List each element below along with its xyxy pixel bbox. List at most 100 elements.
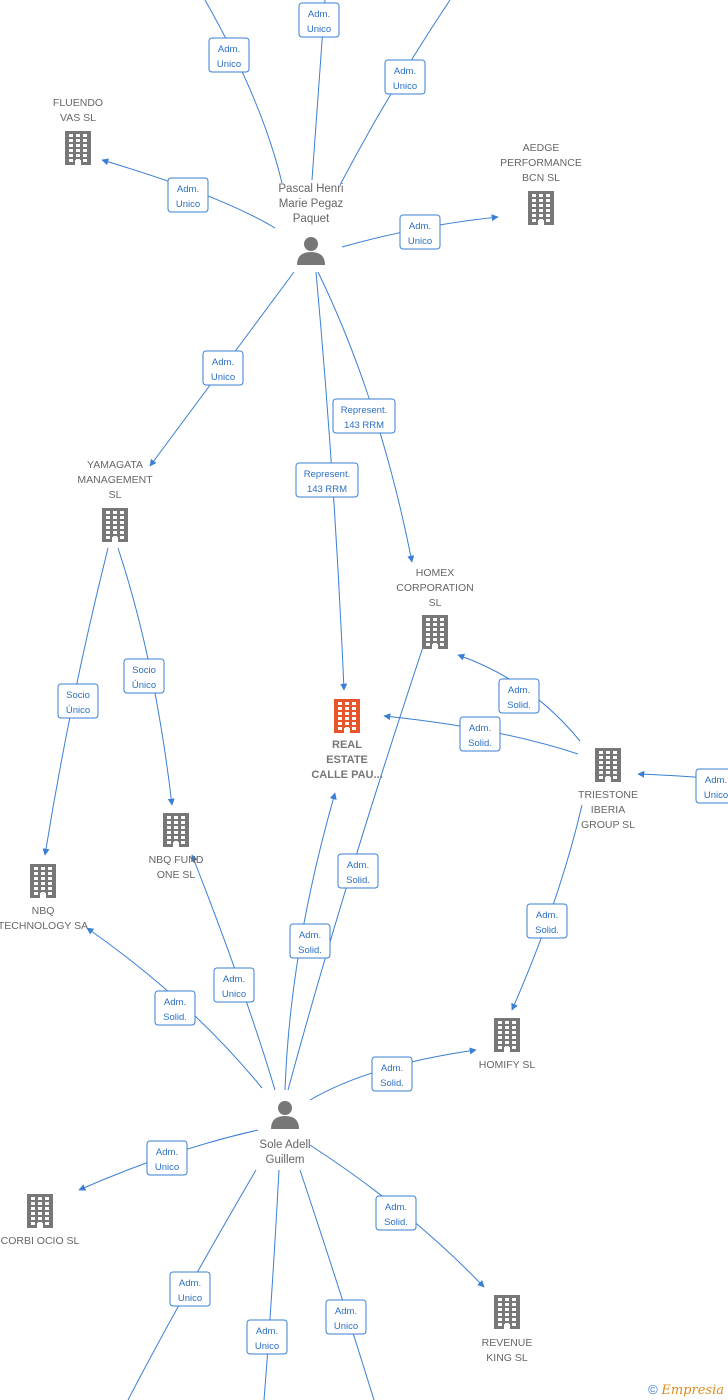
edge-label-text: Adm. [335, 1306, 357, 1317]
edge-label-text: Unico [211, 372, 235, 383]
company-label: MANAGEMENT [77, 474, 153, 486]
edge-label-text: Adm. [536, 910, 558, 921]
building-icon [595, 748, 621, 782]
edge-label-box [332, 398, 396, 434]
edge-label[interactable]: Adm. Unico [325, 1299, 367, 1335]
company-label: YAMAGATA [87, 459, 143, 471]
building-icon [65, 131, 91, 165]
edge-label[interactable]: Adm.Unico [246, 1319, 288, 1355]
edge-label-box [123, 658, 165, 694]
edge-label-text: Solid. [346, 875, 370, 886]
edge-label[interactable]: Adm. Solid. [337, 853, 379, 889]
edge-label-box [167, 177, 209, 213]
company-label: ONE SL [157, 869, 196, 881]
edge-label-text: Solid. [298, 945, 322, 956]
edge-label-text: Adm. [385, 1202, 407, 1213]
edge-label[interactable]: Adm.Solid. [459, 716, 501, 752]
edge-label[interactable]: Adm.Unico [169, 1271, 211, 1307]
edge-label[interactable]: Adm.Solid. [371, 1056, 413, 1092]
edge-label-box [325, 1299, 367, 1335]
company-label: KING SL [486, 1352, 528, 1364]
brand-logo[interactable]: Empresia [661, 1383, 724, 1398]
company-node-corbi[interactable]: CORBI OCIO SL [1, 1194, 80, 1247]
edge-label-box [695, 768, 728, 804]
edge-label[interactable]: Adm.Solid. [154, 990, 196, 1026]
edge-label[interactable]: Adm. Solid. [289, 923, 331, 959]
edge-label-box [169, 1271, 211, 1307]
edge-label-text: Unico [176, 199, 200, 210]
edge-label-box [298, 2, 340, 38]
edge-label-text: Unico [393, 81, 417, 92]
building-main-icon [334, 699, 360, 733]
edge-label-text: Adm. [223, 974, 245, 985]
footer-credit: © Empresia [648, 1382, 724, 1398]
edge-label[interactable]: Adm. Unico [213, 967, 255, 1003]
company-label: REAL [332, 739, 362, 751]
person-icon [297, 237, 325, 265]
edge-label-box [154, 990, 196, 1026]
edge-label-text: Adm. [156, 1147, 178, 1158]
building-icon [102, 508, 128, 542]
edge-label[interactable]: Adm.Unico [298, 2, 340, 38]
edge-label-box [459, 716, 501, 752]
edge-label-text: Solid. [507, 700, 531, 711]
edge-label[interactable]: Adm. Solid. [375, 1195, 417, 1231]
person-label: Marie Pegaz [279, 198, 344, 210]
edge-label[interactable]: Adm.Unico [202, 350, 244, 386]
edge-label-text: Solid. [384, 1217, 408, 1228]
edge-label-text: Unico [222, 989, 246, 1000]
edge-label[interactable]: Adm.Solid. [526, 903, 568, 939]
edge-label[interactable]: Adm.Unico [146, 1140, 188, 1176]
edge-label[interactable]: Represent.143 RRM [295, 462, 359, 498]
edge-label-box [337, 853, 379, 889]
edge-label[interactable]: Adm. Solid. [498, 678, 540, 714]
company-node-homify[interactable]: HOMIFY SL [479, 1018, 536, 1071]
edge-label[interactable]: Represent.143 RRM [332, 398, 396, 434]
company-label: SL [429, 597, 442, 609]
person-label: Pascal Henri [278, 183, 343, 195]
edge-label-text: Adm. [299, 930, 321, 941]
edge-label[interactable]: Adm.Unico [208, 37, 250, 73]
edge-label-text: Adm. [508, 685, 530, 696]
company-label: TECHNOLOGY SA [0, 920, 88, 932]
edge-label[interactable]: Adm.Unico [695, 768, 728, 804]
edge-label-box [375, 1195, 417, 1231]
edge-label[interactable]: Adm.Unico [167, 177, 209, 213]
edge-label[interactable]: Adm. Unico [399, 214, 441, 250]
edge-label-box [146, 1140, 188, 1176]
edge-label-text: Unico [178, 1293, 202, 1304]
person-label: Paquet [293, 213, 330, 225]
edge-label[interactable]: Adm.Unico [384, 59, 426, 95]
edge-line [299, 1169, 375, 1400]
edge-label-text: Adm. [347, 860, 369, 871]
edge-label-text: Unico [408, 236, 432, 247]
building-icon [422, 615, 448, 649]
company-label: CORBI OCIO SL [1, 1235, 80, 1247]
edge-label-box [384, 59, 426, 95]
company-label: VAS SL [60, 112, 96, 124]
edge-label-box [399, 214, 441, 250]
edge-label-box [526, 903, 568, 939]
company-label: REVENUE [482, 1337, 533, 1349]
company-node-revenue[interactable]: REVENUE KING SL [482, 1295, 533, 1364]
building-icon [494, 1018, 520, 1052]
edge-label-text: Adm. [409, 221, 431, 232]
edge-label-text: Unico [334, 1321, 358, 1332]
person-icon [271, 1101, 299, 1129]
edge-label-box [246, 1319, 288, 1355]
edge-label-text: Adm. [164, 997, 186, 1008]
company-label: HOMEX [416, 567, 455, 579]
